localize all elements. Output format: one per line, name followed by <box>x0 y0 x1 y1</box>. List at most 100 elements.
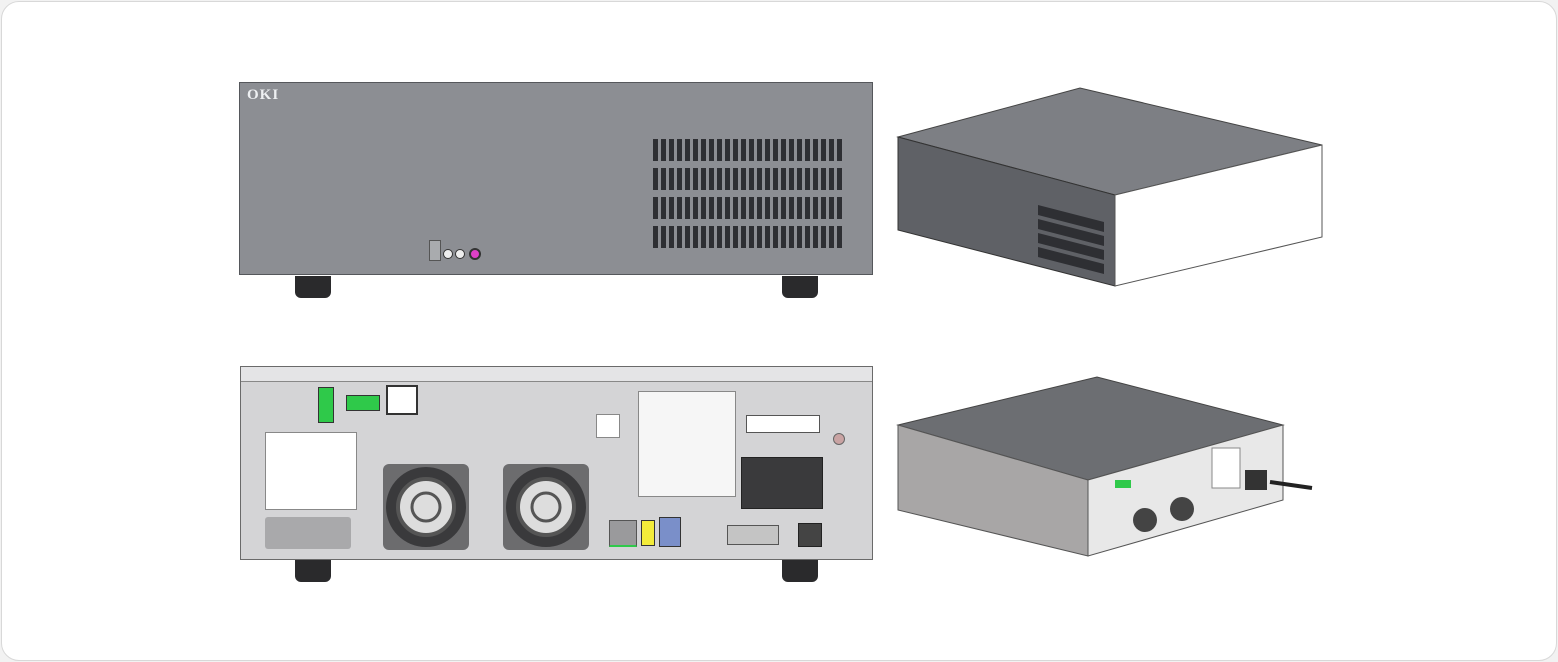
vent-slat <box>805 168 810 190</box>
vent-slat <box>757 226 762 248</box>
vent-slat <box>677 168 682 190</box>
vent-slat <box>749 168 754 190</box>
vent-slat <box>781 139 786 161</box>
status-led-2 <box>455 249 465 259</box>
vent-slat <box>709 168 714 190</box>
vent-slat <box>661 197 666 219</box>
vent-slat <box>653 139 658 161</box>
vent-slat <box>693 226 698 248</box>
vent-slat <box>717 139 722 161</box>
vent-slat <box>789 197 794 219</box>
vent-slat <box>741 139 746 161</box>
vent-slat <box>709 226 714 248</box>
vent-slat <box>837 226 842 248</box>
vent-slat <box>653 168 658 190</box>
vent-row <box>653 226 845 248</box>
vent-slat <box>813 226 818 248</box>
vent-slat <box>789 226 794 248</box>
vent-slat <box>677 197 682 219</box>
vent-slat <box>821 226 826 248</box>
rear-foot-right <box>782 560 818 582</box>
vent-slat <box>693 139 698 161</box>
vent-slat <box>749 226 754 248</box>
vent-slat <box>813 197 818 219</box>
vent-slat <box>813 139 818 161</box>
vent-slat <box>813 168 818 190</box>
vent-slat <box>685 168 690 190</box>
vent-slat <box>773 139 778 161</box>
vent-slat <box>757 139 762 161</box>
vent-slat <box>701 197 706 219</box>
vent-row <box>653 168 845 190</box>
vent-slat <box>773 168 778 190</box>
vent-slat <box>661 226 666 248</box>
status-led-1 <box>443 249 453 259</box>
iso-front-view <box>896 87 1323 287</box>
vent-slat <box>837 168 842 190</box>
green-terminal-vertical <box>318 387 334 423</box>
vent-slat <box>797 226 802 248</box>
vent-slat <box>733 197 738 219</box>
vent-slat <box>773 197 778 219</box>
vent-slat <box>741 197 746 219</box>
vent-slat <box>797 197 802 219</box>
vent-slat <box>765 197 770 219</box>
vent-slat <box>805 197 810 219</box>
vent-slat <box>701 139 706 161</box>
vent-slat <box>725 197 730 219</box>
vent-slat <box>765 168 770 190</box>
vent-slat <box>717 168 722 190</box>
vent-slat <box>797 139 802 161</box>
vent-slat <box>653 197 658 219</box>
vent-slat <box>821 168 826 190</box>
vent-slat <box>693 168 698 190</box>
vent-slat <box>669 197 674 219</box>
vent-slat <box>733 139 738 161</box>
vent-slat <box>757 168 762 190</box>
vent-slat <box>789 168 794 190</box>
lan-port <box>609 520 637 547</box>
vent-slat <box>805 226 810 248</box>
iso-rear-view <box>896 376 1313 557</box>
vent-slat <box>741 226 746 248</box>
vent-slat <box>709 197 714 219</box>
vent-slat <box>693 197 698 219</box>
power-inlet-module <box>741 457 823 509</box>
fan-right-icon <box>503 464 589 550</box>
vent-slat <box>717 226 722 248</box>
front-foot-left <box>295 276 331 298</box>
vent-slat <box>661 168 666 190</box>
vent-slat <box>829 168 834 190</box>
power-switch <box>429 240 441 261</box>
yellow-port <box>641 520 655 546</box>
vent-slat <box>709 139 714 161</box>
vent-slat <box>789 139 794 161</box>
rear-top-rail <box>241 367 872 382</box>
vent-slat <box>837 197 842 219</box>
rear-view-panel <box>240 366 873 560</box>
front-view-panel: OKI <box>239 82 873 275</box>
vent-row <box>653 139 845 161</box>
vent-slat <box>701 168 706 190</box>
vent-slat <box>829 197 834 219</box>
blank-cover-plate <box>265 517 351 549</box>
vent-slat <box>669 139 674 161</box>
dip-switch <box>798 523 822 547</box>
vent-slat <box>757 197 762 219</box>
usb-ports <box>659 517 681 547</box>
ground-terminal <box>833 433 845 445</box>
vent-slat <box>701 226 706 248</box>
green-terminal-horizontal <box>346 395 380 411</box>
vent-slat <box>741 168 746 190</box>
vent-slat <box>733 226 738 248</box>
vent-slat <box>653 226 658 248</box>
vent-slat <box>717 197 722 219</box>
warning-label <box>746 415 820 433</box>
vent-slat <box>669 226 674 248</box>
vent-slat <box>821 197 826 219</box>
vent-slat <box>797 168 802 190</box>
vent-slat <box>677 139 682 161</box>
vent-slat <box>781 168 786 190</box>
indicator-led <box>469 248 481 260</box>
